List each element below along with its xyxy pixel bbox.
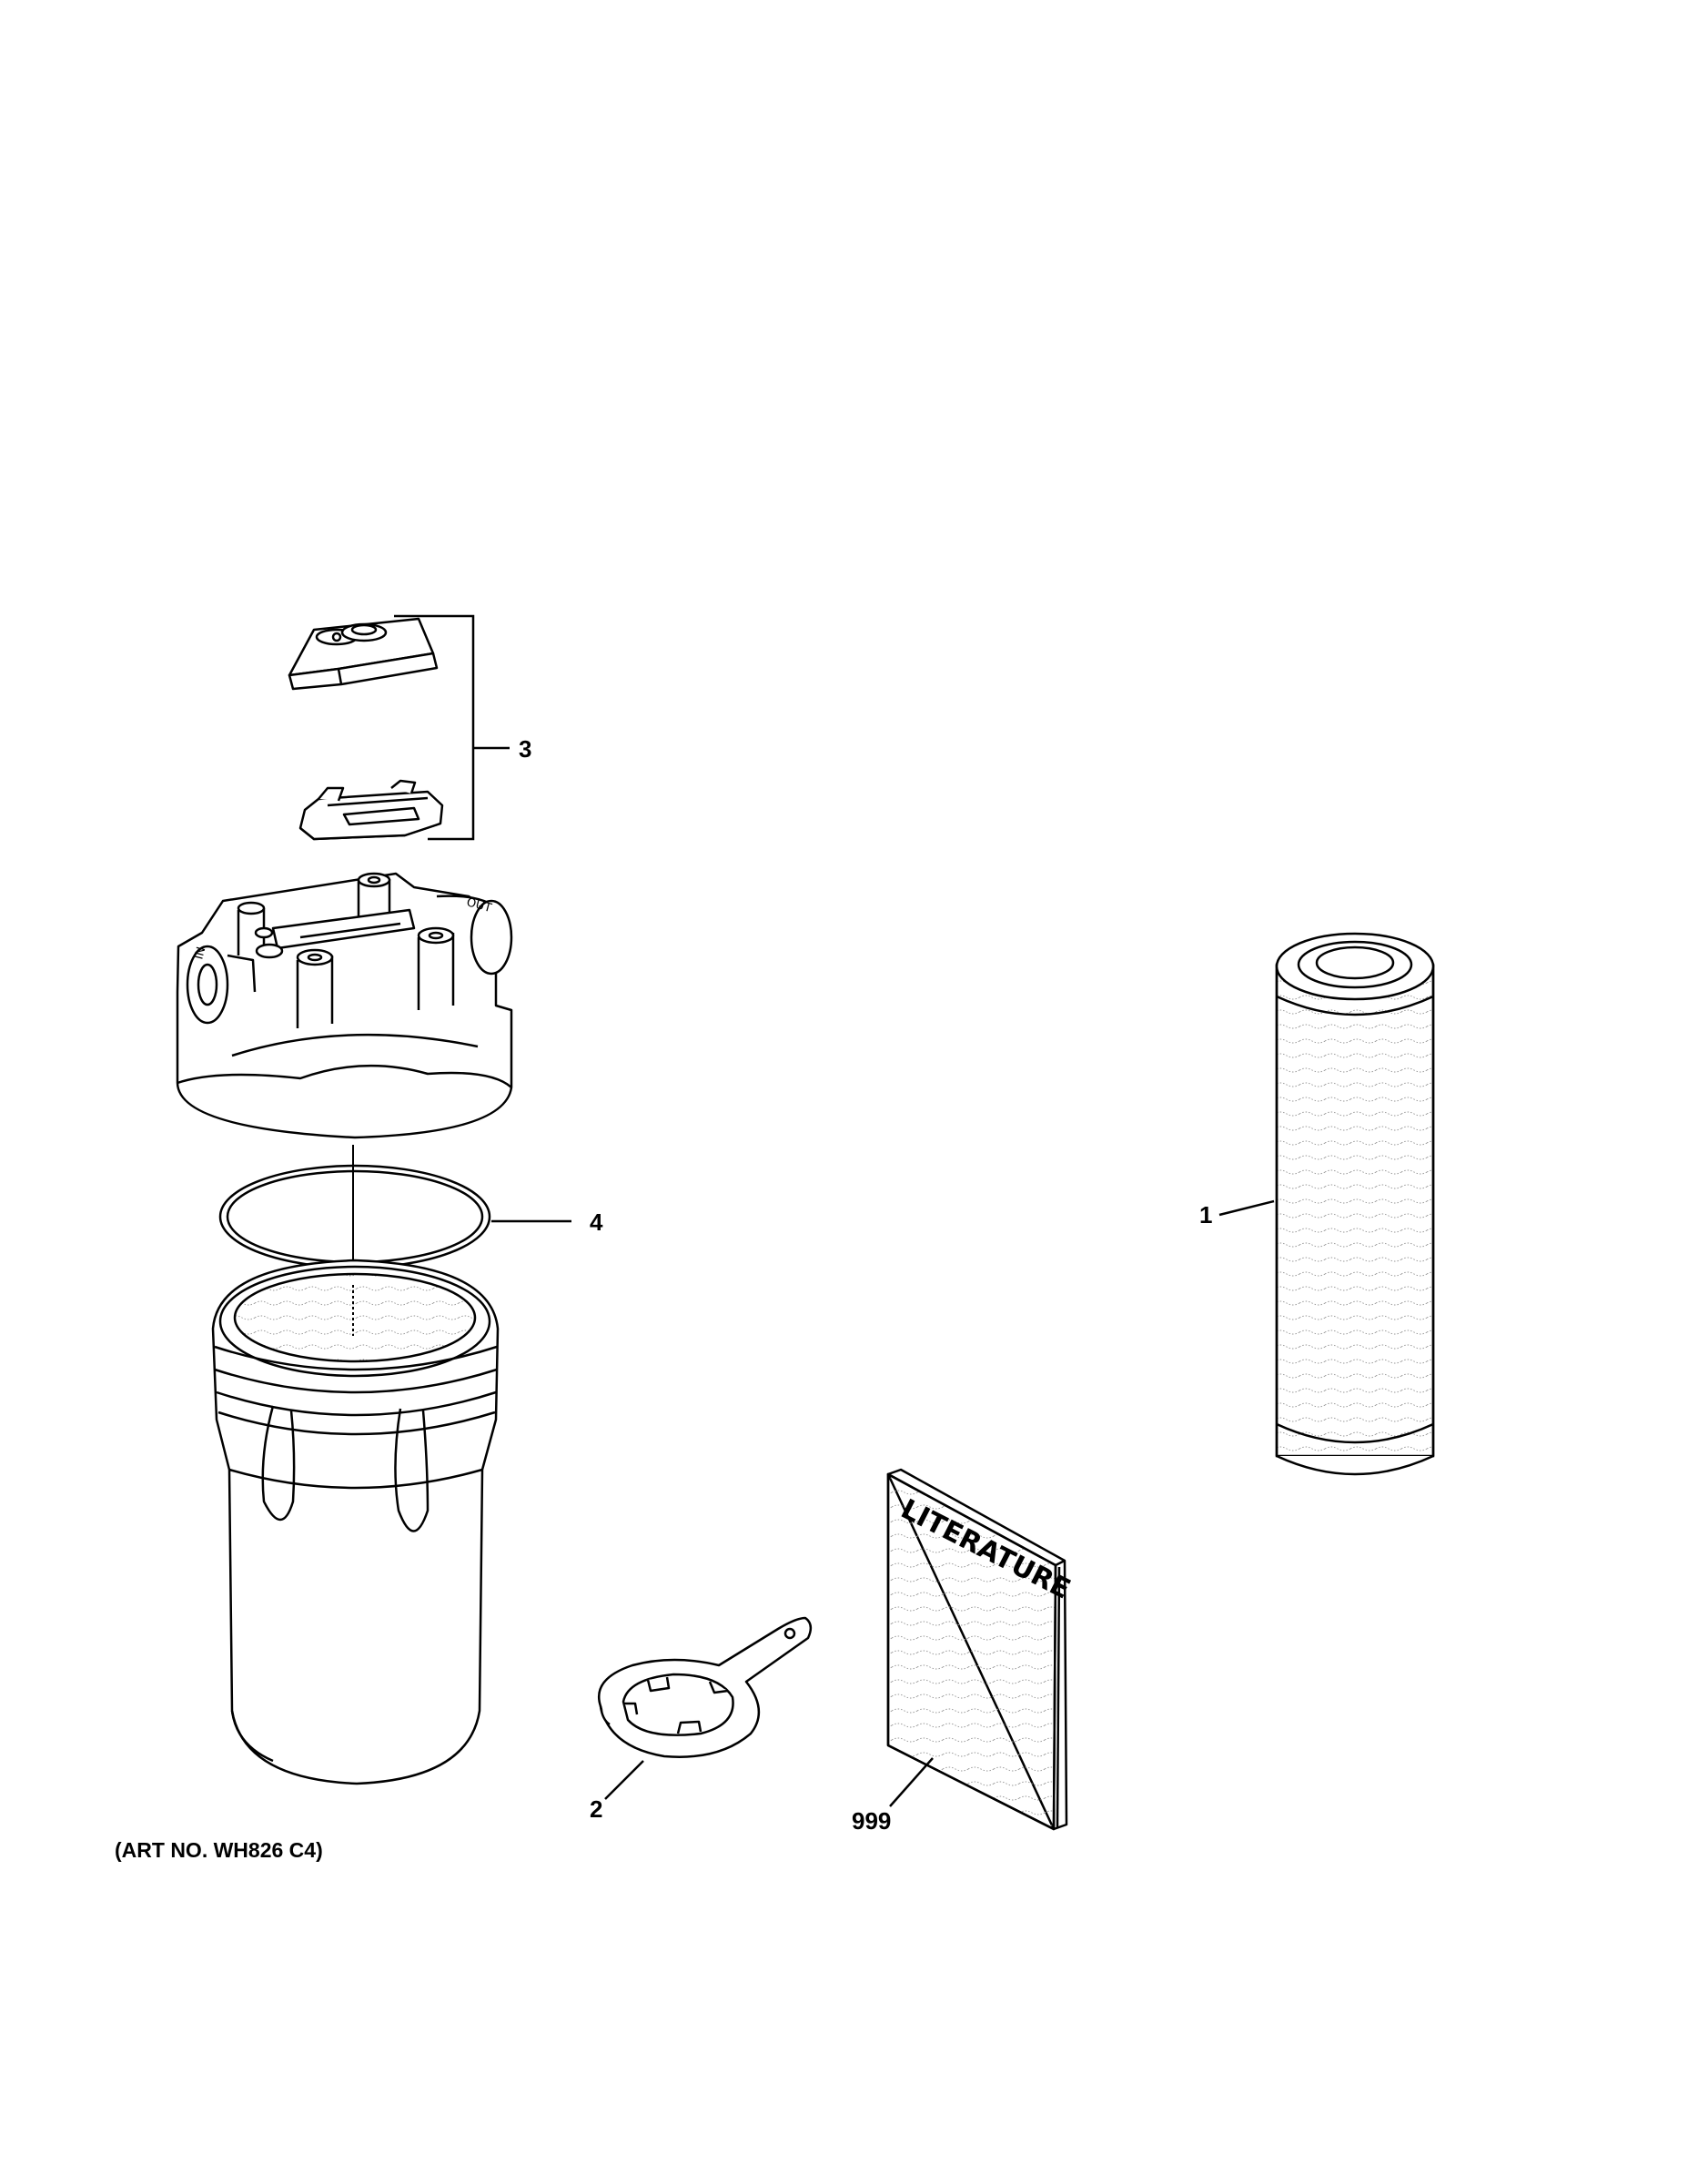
filter-head bbox=[176, 872, 513, 1139]
callout-part-2: 2 bbox=[590, 1795, 603, 1823]
art-number: (ART NO. WH826 C4) bbox=[115, 1838, 323, 1862]
callout-part-4: 4 bbox=[590, 1208, 603, 1236]
callout-part-1: 1 bbox=[1199, 1201, 1213, 1228]
out-mark: OUT bbox=[465, 895, 493, 915]
part-2-filter-wrench bbox=[598, 1616, 813, 1758]
part-3-bracket-line bbox=[394, 614, 510, 841]
part-1-filter-cartridge bbox=[1275, 932, 1435, 1476]
callout-part-3: 3 bbox=[519, 735, 532, 763]
part-1-leader-line bbox=[1218, 1199, 1275, 1217]
part-2-leader-line bbox=[604, 1760, 644, 1800]
callout-part-999: 999 bbox=[852, 1807, 892, 1835]
filter-housing-sump bbox=[211, 1259, 500, 1785]
part-999-leader-line bbox=[889, 1757, 934, 1807]
part-4-o-ring bbox=[218, 1164, 491, 1269]
part-3-mounting-bracket bbox=[288, 617, 444, 841]
part-999-literature-booklet bbox=[886, 1468, 1068, 1831]
in-mark: IN bbox=[192, 945, 208, 961]
